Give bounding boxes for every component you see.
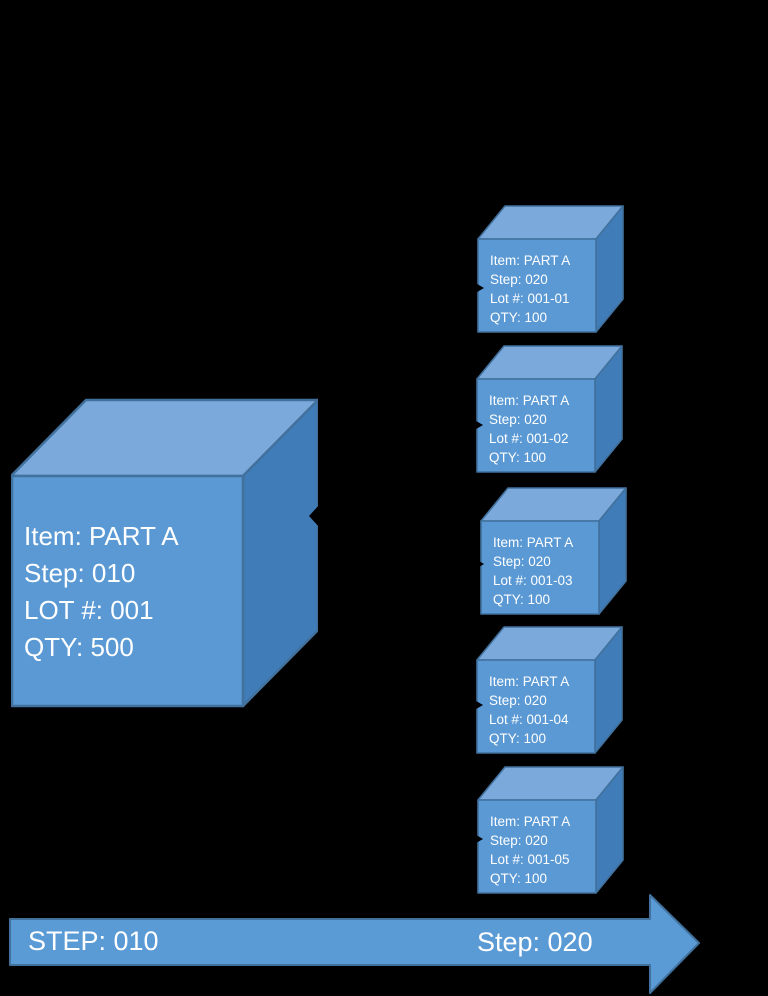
cube-3d-graphic (477, 205, 624, 333)
cube-text-line: Step: 020 (490, 272, 548, 287)
split-cube-label: Item: PART A Step: 020 Lot #: 001-02 QTY… (489, 391, 569, 467)
source-lot-cube: Item: PART A Step: 010 LOT #: 001 QTY: 5… (11, 398, 318, 708)
cube-text-line: Lot #: 001-02 (489, 431, 569, 446)
cube-text-line: LOT #: 001 (24, 595, 154, 625)
cube-text-line: Item: PART A (490, 814, 571, 829)
cube-text-line: QTY: 100 (490, 310, 548, 325)
split-lot-cube-1: Item: PART A Step: 020 Lot #: 001-01 QTY… (477, 205, 624, 333)
source-cube-label: Item: PART A Step: 010 LOT #: 001 QTY: 5… (24, 518, 179, 666)
cube-text-line: Step: 020 (493, 554, 551, 569)
cube-text-line: QTY: 500 (24, 632, 134, 662)
cube-3d-graphic (476, 626, 623, 754)
split-lot-cube-3: Item: PART A Step: 020 Lot #: 001-03 QTY… (480, 487, 627, 615)
cube-text-line: Step: 010 (24, 558, 136, 588)
cube-text-line: Item: PART A (24, 521, 179, 551)
cube-text-line: QTY: 100 (493, 592, 551, 607)
cube-text-line: Item: PART A (490, 253, 571, 268)
process-step-arrow (0, 880, 768, 996)
cube-3d-graphic (480, 487, 627, 615)
cube-front-face (11, 474, 245, 708)
split-cube-label: Item: PART A Step: 020 Lot #: 001-05 QTY… (490, 812, 570, 888)
connector-tail-icon (309, 504, 320, 528)
split-cube-label: Item: PART A Step: 020 Lot #: 001-03 QTY… (493, 533, 573, 609)
cube-3d-graphic (477, 766, 624, 894)
split-lot-cube-2: Item: PART A Step: 020 Lot #: 001-02 QTY… (476, 345, 623, 473)
connector-arrowhead-icon (471, 832, 483, 846)
connector-arrowhead-icon (472, 557, 484, 571)
cube-text-line: Lot #: 001-01 (490, 291, 570, 306)
cube-text-line: Item: PART A (493, 535, 574, 550)
cube-3d-graphic (476, 345, 623, 473)
split-lot-cube-5: Item: PART A Step: 020 Lot #: 001-05 QTY… (477, 766, 624, 894)
cube-text-line: Lot #: 001-04 (489, 712, 569, 727)
cube-text-line: QTY: 100 (489, 450, 547, 465)
cube-text-line: Item: PART A (489, 674, 570, 689)
cube-front-face (476, 378, 596, 473)
right-arrow-shape (9, 894, 700, 994)
cube-text-line: Step: 020 (490, 833, 548, 848)
cube-text-line: QTY: 100 (489, 731, 547, 746)
arrow-graphic (9, 894, 700, 994)
connector-arrowhead-icon (472, 281, 484, 295)
cube-text-line: Step: 020 (489, 693, 547, 708)
split-lot-cube-4: Item: PART A Step: 020 Lot #: 001-04 QTY… (476, 626, 623, 754)
cube-front-face (477, 799, 597, 894)
cube-front-face (480, 520, 600, 615)
step-010-label: STEP: 010 (28, 926, 159, 956)
cube-text-line: Item: PART A (489, 393, 570, 408)
cube-text-line: Step: 020 (489, 412, 547, 427)
split-cube-label: Item: PART A Step: 020 Lot #: 001-04 QTY… (489, 672, 569, 748)
cube-front-face (476, 659, 596, 754)
connector-arrowhead-icon (471, 418, 483, 432)
cube-text-line: QTY: 100 (490, 871, 548, 886)
step-020-label: Step: 020 (477, 927, 593, 957)
connector-arrowhead-icon (471, 698, 483, 712)
split-cube-label: Item: PART A Step: 020 Lot #: 001-01 QTY… (490, 251, 570, 327)
cube-3d-graphic (11, 398, 318, 708)
cube-text-line: Lot #: 001-05 (490, 852, 570, 867)
cube-text-line: Lot #: 001-03 (493, 573, 573, 588)
